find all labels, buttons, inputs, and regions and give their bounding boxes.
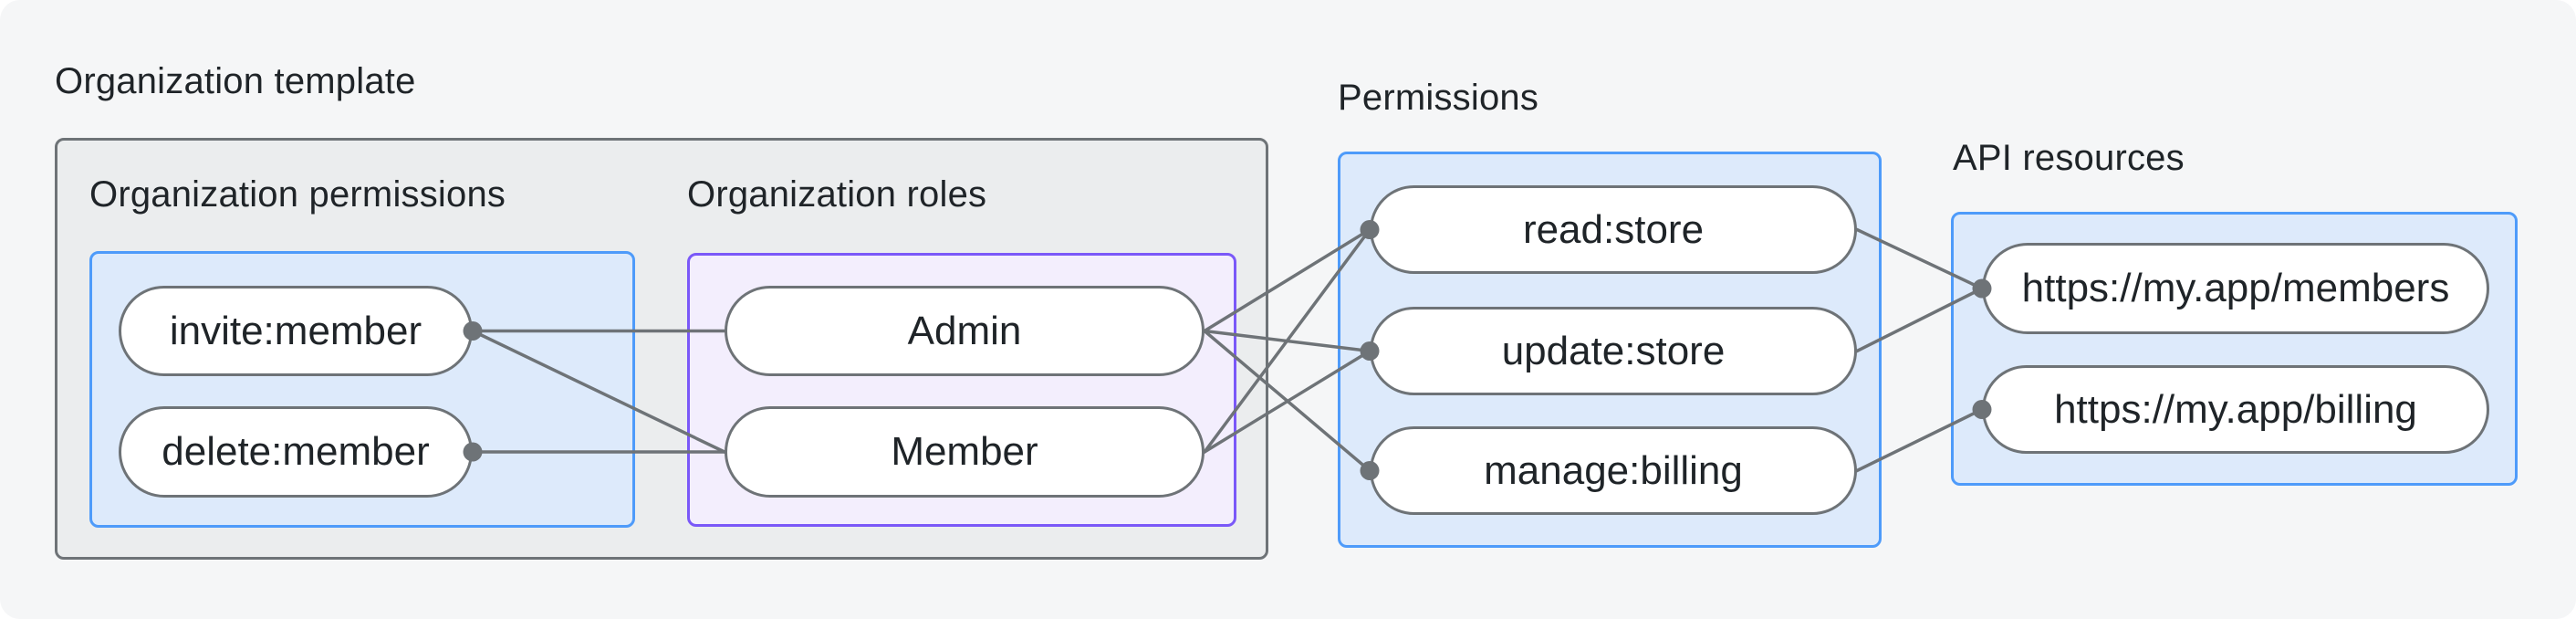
org-permissions-label: Organization permissions [89,174,506,215]
node-read-store: read:store [1370,185,1857,274]
org-roles-label: Organization roles [687,174,987,215]
permissions-label: Permissions [1338,78,1539,118]
node-members-url: https://my.app/members [1982,243,2489,334]
node-member-role: Member [725,406,1205,498]
node-admin-role: Admin [725,286,1205,376]
org-template-label: Organization template [55,61,416,101]
node-update-store: update:store [1370,307,1857,395]
node-manage-billing: manage:billing [1370,426,1857,515]
api-resources-label: API resources [1953,138,2185,178]
node-invite-member: invite:member [119,286,473,376]
node-delete-member: delete:member [119,406,473,498]
node-billing-url: https://my.app/billing [1982,365,2489,454]
